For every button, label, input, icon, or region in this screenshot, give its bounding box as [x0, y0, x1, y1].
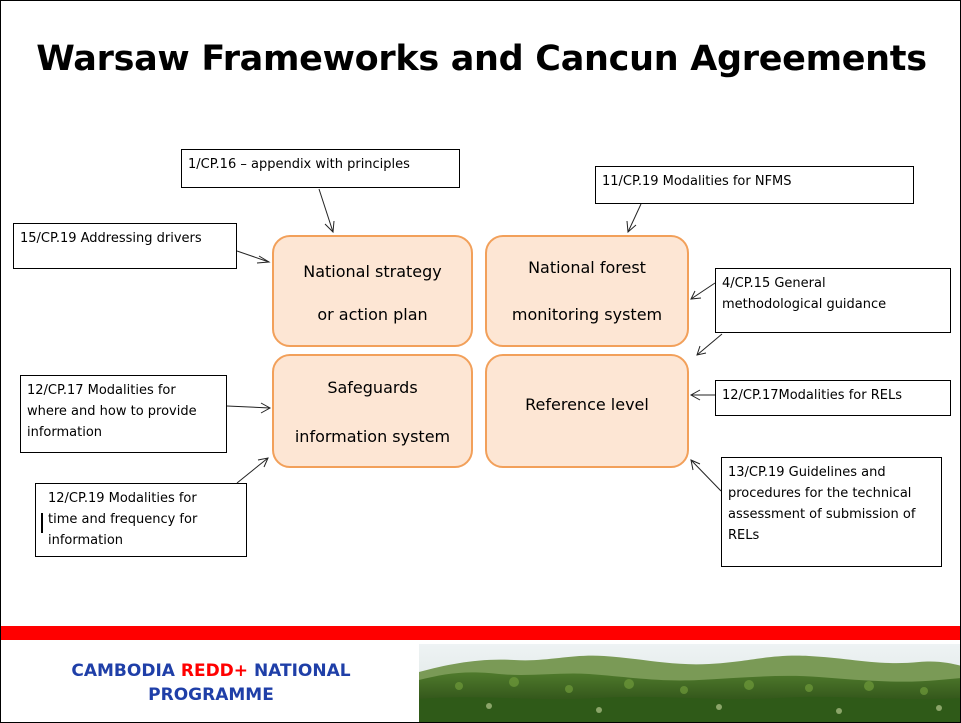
note-line: 4/CP.15 General — [722, 276, 826, 291]
arrow-cp16 — [318, 188, 334, 233]
note-line: RELs — [728, 528, 760, 543]
arrow-cp19-technical-head — [690, 459, 701, 471]
nfms-box: National forest monitoring system — [485, 235, 689, 347]
note-line: 13/CP.19 Guidelines and — [728, 465, 886, 480]
safeguards-line1: Safeguards — [327, 378, 418, 397]
arrow-cp17-info-head — [260, 402, 272, 414]
note-cp15-guidance: 4/CP.15 General methodological guidance — [715, 268, 951, 333]
note-line: assessment of submission of — [728, 507, 916, 522]
note-line: 1/CP.16 – appendix with principles — [188, 157, 410, 172]
footer-national: NATIONAL — [248, 661, 351, 681]
arrow-cp19-frequency — [236, 457, 269, 484]
arrow-cp15-reference — [696, 333, 723, 356]
note-cp19-nfms: 11/CP.19 Modalities for NFMS — [595, 166, 914, 204]
note-line: 11/CP.19 Modalities for NFMS — [602, 174, 792, 189]
note-line: 12/CP.17 Modalities for — [27, 383, 176, 398]
red-divider-bar — [1, 626, 960, 640]
note-line: where and how to provide — [27, 404, 197, 419]
arrow-cp19-frequency-head — [257, 457, 269, 468]
national-strategy-line2: or action plan — [317, 305, 428, 324]
note-cp17-information: 12/CP.17 Modalities for where and how to… — [20, 375, 227, 453]
arrow-cp16-head — [324, 220, 335, 234]
note-cp19-technical-assessment: 13/CP.19 Guidelines and procedures for t… — [721, 457, 942, 567]
note-line: information — [48, 533, 124, 548]
arrow-cp19-drivers-head — [256, 255, 271, 264]
slide-title: Warsaw Frameworks and Cancun Agreements — [36, 39, 927, 79]
footer-line2: PROGRAMME — [148, 685, 274, 705]
national-strategy-line1: National strategy — [303, 262, 442, 281]
arrow-cp15-nfms — [690, 282, 716, 300]
arrow-cp15-reference-head — [696, 345, 707, 356]
arrow-cp17-rels-head — [689, 389, 701, 401]
arrow-cp15-nfms-head — [690, 290, 702, 300]
note-line: 12/CP.17Modalities for RELs — [722, 388, 902, 403]
note-cp19-drivers: 15/CP.19 Addressing drivers — [13, 223, 237, 269]
reference-level-box: Reference level — [485, 354, 689, 468]
reference-level-label: Reference level — [525, 395, 649, 414]
note-cp17-rels: 12/CP.17Modalities for RELs — [715, 380, 951, 416]
nfms-line2: monitoring system — [511, 305, 663, 324]
note-line: procedures for the technical — [728, 486, 912, 501]
arrow-cp19-drivers — [236, 250, 270, 263]
footer-programme-name: CAMBODIA REDD+ NATIONAL PROGRAMME — [51, 659, 371, 707]
national-strategy-box: National strategy or action plan — [272, 235, 473, 347]
arrow-cp19-technical — [690, 459, 722, 492]
note-line: 12/CP.19 Modalities for — [48, 491, 197, 506]
safeguards-line2: information system — [294, 427, 451, 446]
note-line: time and frequency for — [48, 512, 198, 527]
note-line: methodological guidance — [722, 297, 887, 312]
forest-banner-image — [419, 644, 960, 722]
arrow-cp19-nfms-head — [626, 220, 637, 234]
footer-cambodia: CAMBODIA — [71, 661, 181, 681]
footer-redd: REDD+ — [180, 661, 249, 681]
note-cp16-appendix: 1/CP.16 – appendix with principles — [181, 149, 460, 188]
note-line: information — [27, 425, 103, 440]
text-cursor — [41, 513, 43, 533]
nfms-line1: National forest — [528, 258, 646, 277]
forest-illustration — [419, 644, 960, 722]
arrow-cp17-info — [226, 405, 271, 409]
footer-line1: CAMBODIA REDD+ NATIONAL — [51, 659, 371, 683]
note-line: 15/CP.19 Addressing drivers — [20, 231, 202, 246]
safeguards-box: Safeguards information system — [272, 354, 473, 468]
note-cp19-frequency: 12/CP.19 Modalities for time and frequen… — [35, 483, 247, 557]
arrow-cp19-nfms — [627, 203, 642, 233]
